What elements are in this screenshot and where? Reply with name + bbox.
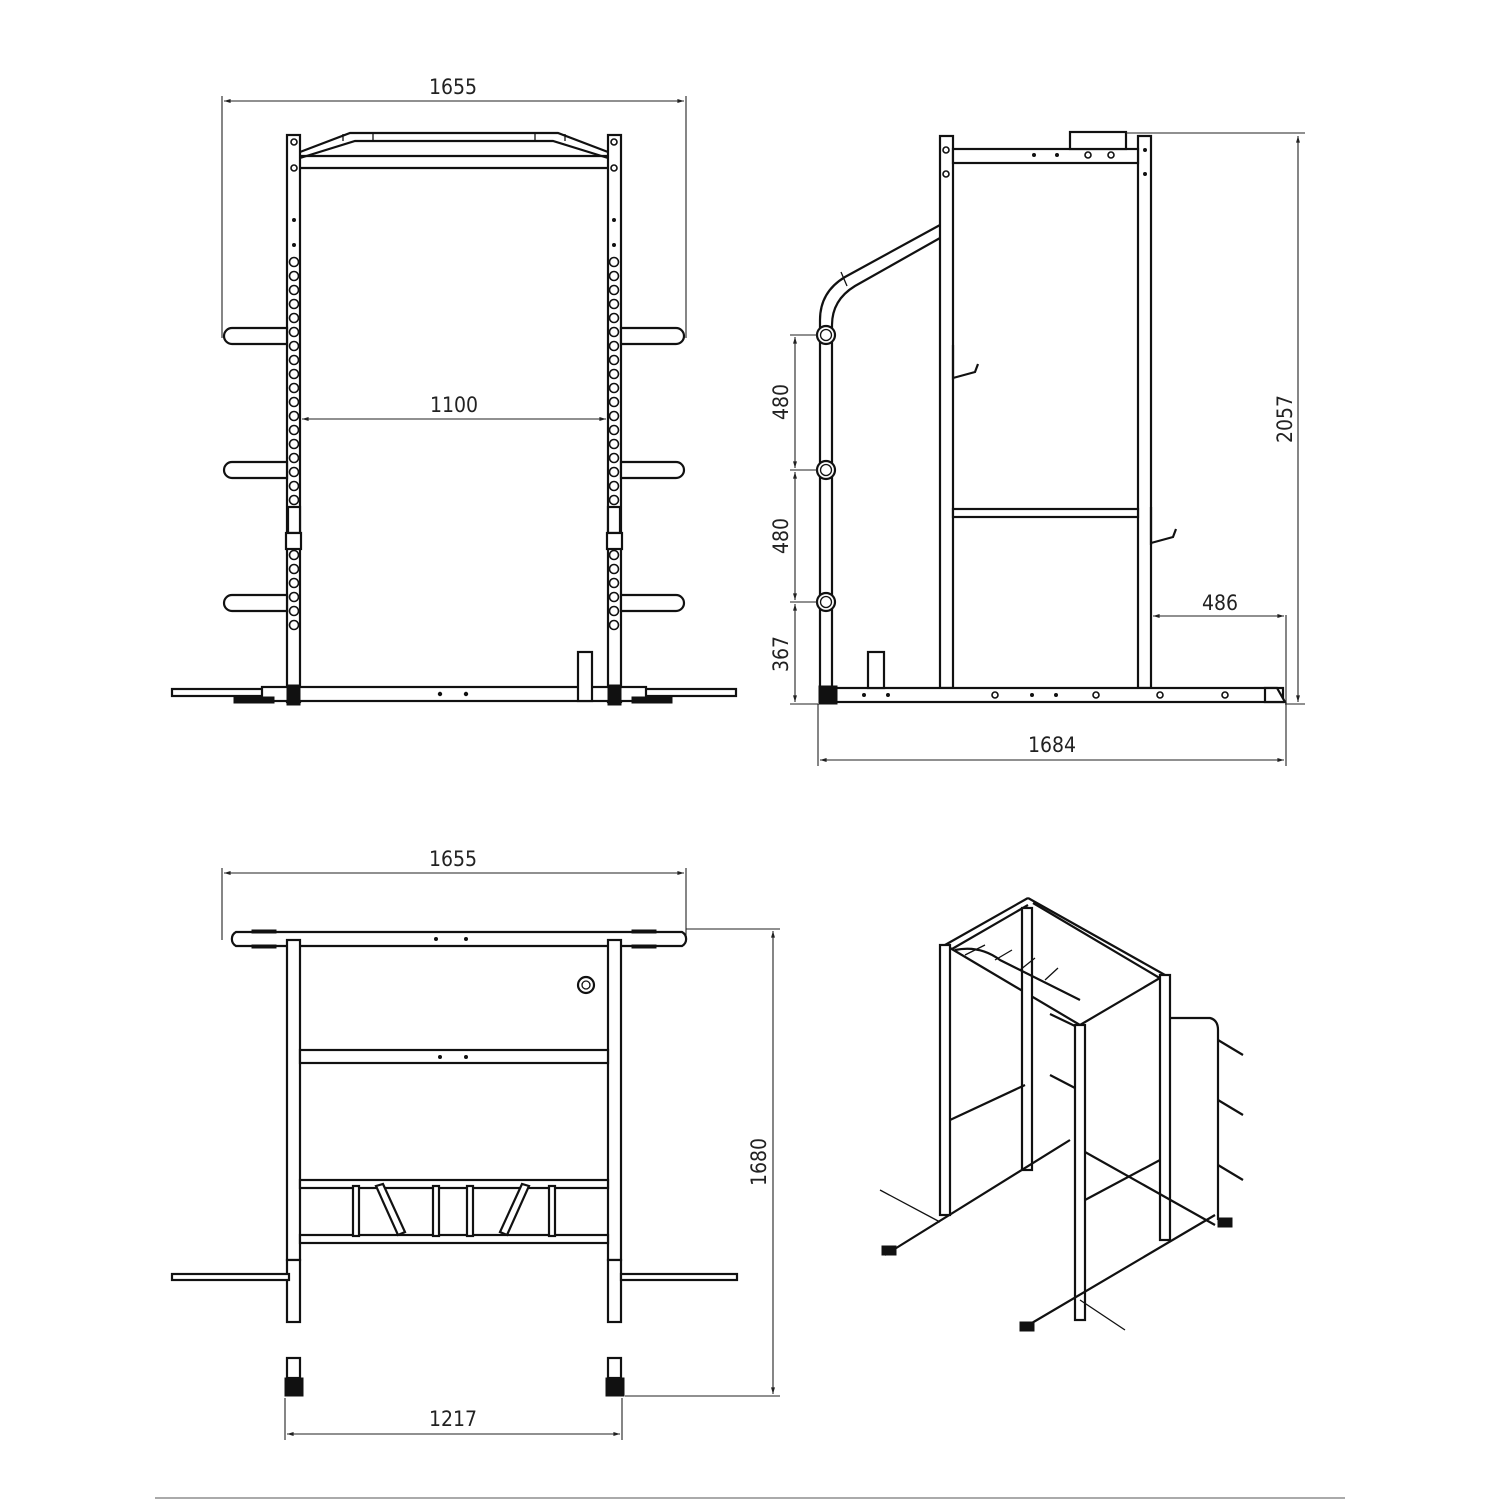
dimension-rear-offset: 486 xyxy=(1153,591,1284,618)
upright-holes-left xyxy=(288,256,300,631)
upright-holes-right xyxy=(608,256,620,631)
top-view: 1655 xyxy=(170,847,780,1440)
dim-label-1655-top: 1655 xyxy=(429,847,477,871)
isometric-view xyxy=(879,897,1244,1332)
dimension-base-width: 1217 xyxy=(284,1398,623,1440)
dim-label-486: 486 xyxy=(1202,591,1238,615)
dimension-height: 2057 xyxy=(1126,132,1305,705)
dimension-overall-width-front: 1655 xyxy=(221,75,687,338)
footer-divider xyxy=(155,1497,1345,1499)
dimension-peg-spacing: 480 480 367 xyxy=(769,334,818,705)
dimension-overall-width-top: 1655 xyxy=(221,847,687,940)
front-view: 1655 xyxy=(170,75,738,706)
dim-label-1684: 1684 xyxy=(1028,733,1076,757)
dim-label-1100: 1100 xyxy=(430,393,478,417)
dim-label-2057: 2057 xyxy=(1273,395,1297,443)
side-view: 2057 1684 486 480 480 367 xyxy=(769,130,1305,766)
dim-label-1655-front: 1655 xyxy=(429,75,477,99)
dimension-inner-width: 1100 xyxy=(302,393,607,421)
dim-label-1217: 1217 xyxy=(429,1407,477,1431)
dim-label-480-upper: 480 xyxy=(769,384,793,420)
dimension-depth-top: 1680 xyxy=(625,928,780,1397)
dim-label-1680: 1680 xyxy=(747,1138,771,1186)
plate-pegs-front xyxy=(222,326,686,613)
dim-label-480-lower: 480 xyxy=(769,518,793,554)
dimension-depth: 1684 xyxy=(817,615,1287,766)
dim-label-367: 367 xyxy=(769,636,793,672)
